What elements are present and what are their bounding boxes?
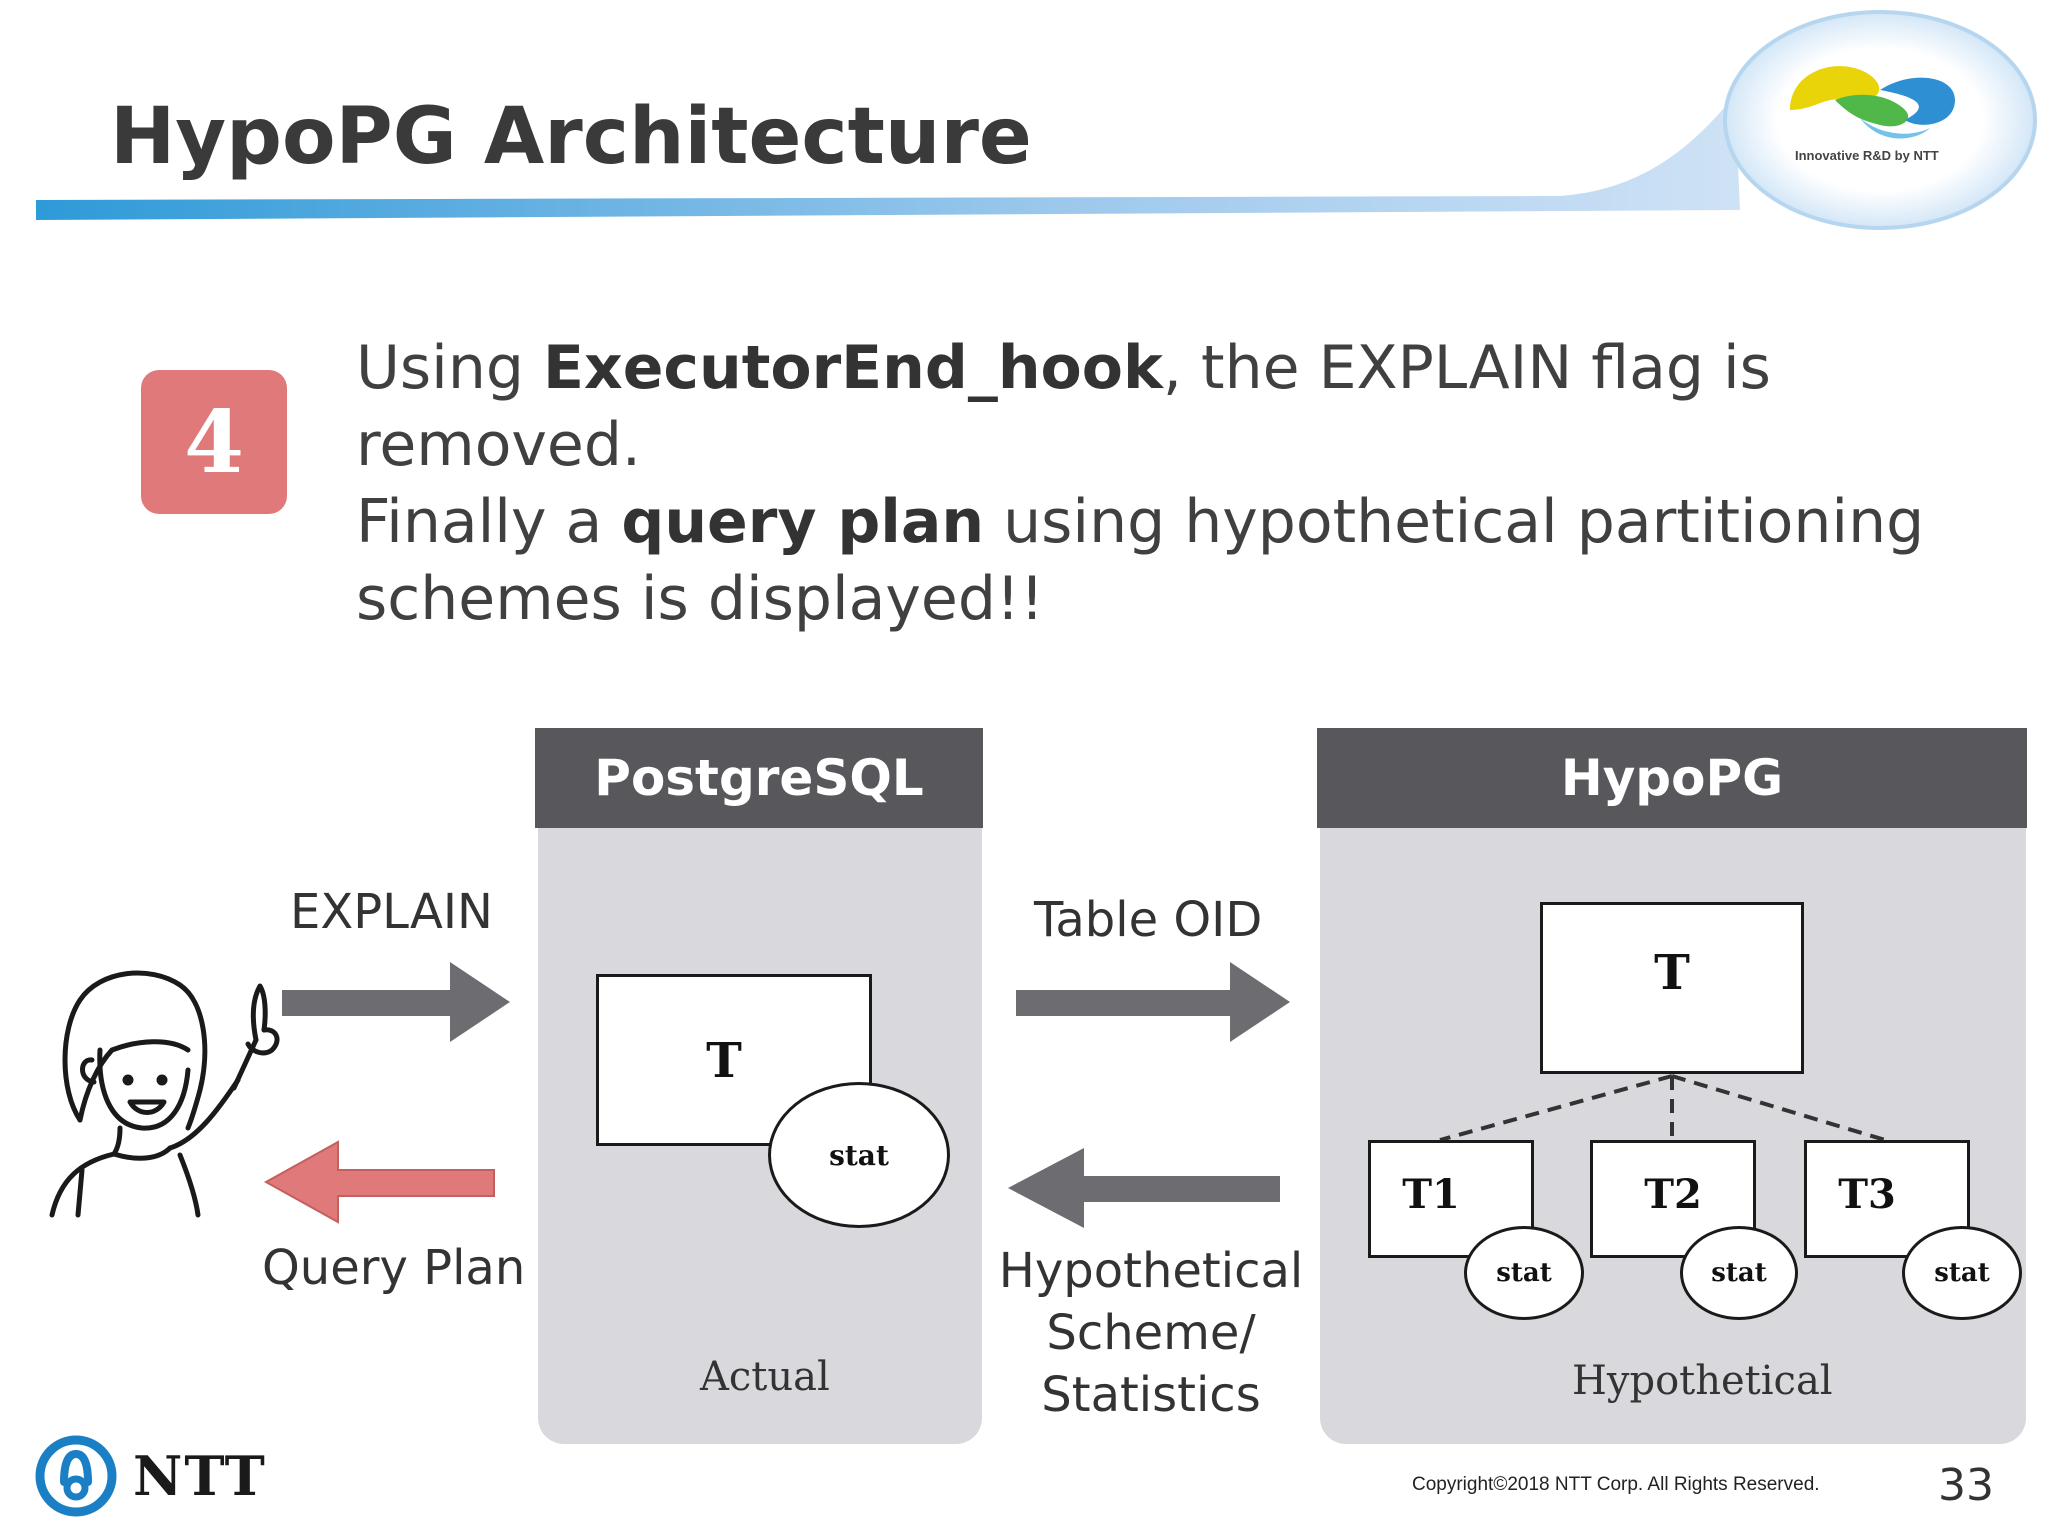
user-person-icon bbox=[49, 970, 280, 1218]
step-badge: 4 bbox=[141, 370, 287, 514]
description-line-3: schemes is displayed!! bbox=[356, 564, 1045, 634]
actual-stat-oval: stat bbox=[768, 1082, 950, 1228]
hypopg-tree-lines bbox=[1439, 1074, 1886, 1142]
copyright-text: Copyright©2018 NTT Corp. All Rights Rese… bbox=[1412, 1474, 1820, 1495]
ntt-logo-icon bbox=[35, 1435, 117, 1517]
hypo-child-table-label: T3 bbox=[1838, 1171, 1896, 1218]
header-band bbox=[36, 10, 2037, 230]
hypo-child-table-label: T2 bbox=[1644, 1171, 1702, 1218]
arrow-icon bbox=[1008, 1148, 1280, 1228]
arrow-icon bbox=[263, 1140, 495, 1224]
hypo-parent-table-box: T bbox=[1540, 902, 1804, 1074]
hypothetical-scheme-label: Hypothetical Scheme/ Statistics bbox=[998, 1243, 1304, 1423]
explain-label: EXPLAIN bbox=[290, 884, 493, 940]
ntt-rd-logo-icon bbox=[1790, 66, 1955, 139]
hypo-child-stat-oval: stat bbox=[1902, 1226, 2022, 1320]
arrow-icon bbox=[282, 962, 510, 1042]
actual-label: Actual bbox=[700, 1354, 830, 1400]
page-number: 33 bbox=[1938, 1460, 1994, 1511]
hypo-child-stat-oval: stat bbox=[1680, 1226, 1798, 1320]
postgresql-header: PostgreSQL bbox=[535, 728, 983, 828]
hypo-child-table-box: T1 bbox=[1368, 1140, 1534, 1258]
hypo-child-table-label: T1 bbox=[1402, 1171, 1460, 1218]
arrow-icon bbox=[1016, 962, 1290, 1042]
hypopg-header: HypoPG bbox=[1317, 728, 2027, 828]
hypothetical-label: Hypothetical bbox=[1572, 1358, 1833, 1404]
table-oid-label: Table OID bbox=[1034, 892, 1263, 948]
actual-table-box: T bbox=[596, 974, 872, 1146]
hypo-child-stat-oval: stat bbox=[1464, 1226, 1584, 1320]
description-line-2: Finally a query plan using hypothetical … bbox=[356, 487, 1925, 557]
logo-tagline: Innovative R&D by NTT bbox=[1795, 148, 1939, 163]
page-title: HypoPG Architecture bbox=[110, 92, 1032, 182]
ntt-wordmark: NTT bbox=[133, 1444, 267, 1508]
description-line-1: Using ExecutorEnd_hook, the EXPLAIN flag… bbox=[356, 333, 1771, 480]
hypo-parent-table-label: T bbox=[1654, 945, 1690, 1001]
query-plan-label: Query Plan bbox=[262, 1240, 526, 1296]
actual-table-label: T bbox=[706, 1033, 742, 1089]
step-description: Using ExecutorEnd_hook, the EXPLAIN flag… bbox=[356, 330, 1996, 638]
